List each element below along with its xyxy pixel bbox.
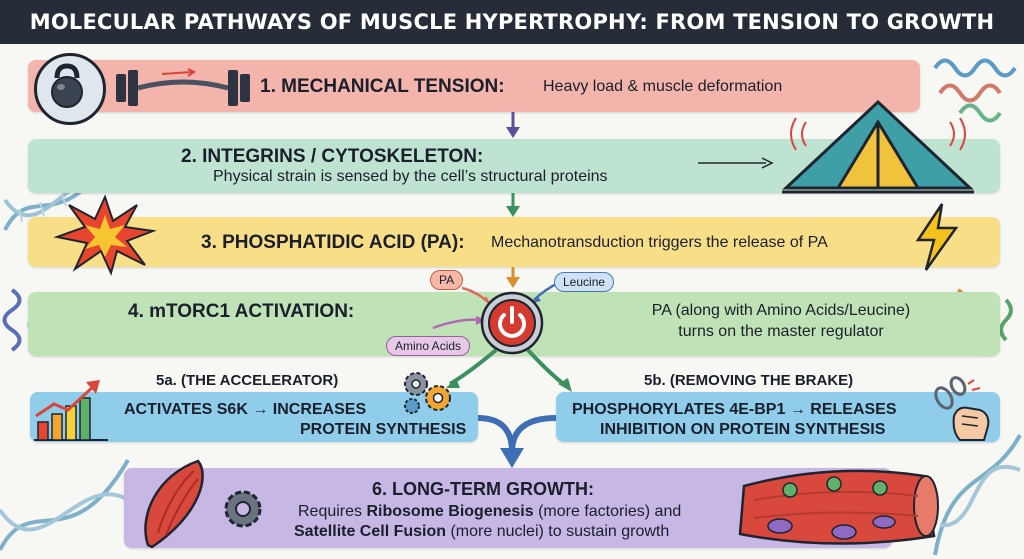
- bar-chart-growth-icon: [34, 380, 108, 441]
- step6-line1: Requires Ribosome Biogenesis (more facto…: [298, 503, 681, 521]
- step4-title: 4. mTORC1 ACTIVATION:: [128, 301, 355, 322]
- step6-title: 6. LONG-TERM GROWTH:: [372, 479, 594, 499]
- protein-structure-icon: [933, 58, 1017, 123]
- step5a-line2: PROTEIN SYNTHESIS: [300, 421, 467, 438]
- barbell-icon: [116, 68, 250, 106]
- page-title: MOLECULAR PATHWAYS OF MUSCLE HYPERTROPHY…: [0, 0, 1024, 44]
- step6-line1-pre: Requires: [298, 503, 367, 520]
- satellite-cell-fusion-term: Satellite Cell Fusion: [294, 523, 447, 540]
- ribosome-biogenesis-term: Ribosome Biogenesis: [366, 503, 534, 520]
- step3-band: [28, 217, 1000, 267]
- step2-title: 2. INTEGRINS / CYTOSKELETON:: [181, 146, 484, 167]
- gears-icon: [404, 372, 451, 414]
- flow-arrow-1-2: [506, 112, 520, 138]
- step5a-band: [30, 392, 478, 442]
- step4-text-line2: turns on the master regulator: [678, 323, 884, 340]
- step3-text: Mechanotransduction triggers the release…: [491, 234, 828, 251]
- step6-line1-post: (more factories) and: [533, 503, 682, 520]
- flow-arrow-3-4: [506, 267, 520, 288]
- step1-title: 1. MECHANICAL TENSION:: [260, 76, 505, 97]
- step5b-line2: INHIBITION ON PROTEIN SYNTHESIS: [600, 421, 886, 438]
- step4-text-line1: PA (along with Amino Acids/Leucine): [651, 302, 911, 319]
- muscle-icon: [144, 459, 204, 549]
- dna-helix-icon: [933, 434, 1022, 556]
- step6-line2-post: (more nuclei) to sustain growth: [446, 523, 670, 540]
- amino-acids-input-pill: Amino Acids: [386, 336, 471, 356]
- lightning-icon: [915, 203, 959, 271]
- broken-chain-fist-icon: [934, 376, 990, 441]
- step5a-line1: ACTIVATES S6K → INCREASES: [124, 401, 367, 418]
- step3-title: 3. PHOSPHATIDIC ACID (PA):: [201, 232, 465, 253]
- step5b-band: [556, 392, 1000, 442]
- step6-line2: Satellite Cell Fusion (more nuclei) to s…: [294, 523, 669, 541]
- kettlebell-icon: [51, 63, 83, 108]
- step5a-heading: 5a. (THE ACCELERATOR): [156, 372, 339, 389]
- gear-icon: [224, 490, 262, 528]
- leucine-input-pill: Leucine: [554, 272, 615, 292]
- pa-input-pill: PA: [430, 270, 464, 290]
- dna-helix-icon: [0, 458, 130, 551]
- step5b-heading: 5b. (REMOVING THE BRAKE): [644, 372, 854, 389]
- explosion-icon: [53, 194, 157, 276]
- flow-arrow-2-3: [506, 193, 520, 217]
- step1-text: Heavy load & muscle deformation: [543, 78, 783, 95]
- muscle-fiber-icon: [738, 469, 939, 545]
- tent-icon: [782, 99, 974, 194]
- step2-text: Physical strain is sensed by the cell’s …: [213, 168, 608, 185]
- power-button-icon: [480, 291, 544, 355]
- step5b-line1: PHOSPHORYLATES 4E-BP1 → RELEASES: [572, 401, 897, 418]
- step1-band: [28, 60, 920, 112]
- pointer-arrow: [698, 157, 774, 169]
